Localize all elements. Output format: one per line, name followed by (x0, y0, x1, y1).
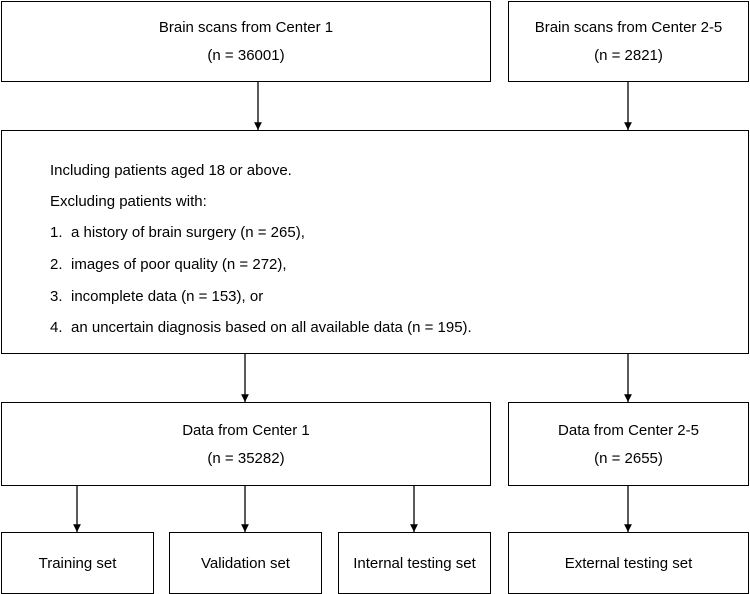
center1-scans-title: Brain scans from Center 1 (158, 19, 334, 36)
exclusion-item-number: 2. (50, 256, 63, 273)
center1-scans-box: Brain scans from Center 1 (n = 36001) (1, 1, 491, 82)
inclusion-criterion: Including patients aged 18 or above. (50, 162, 292, 179)
validation-set-box: Validation set (169, 532, 322, 594)
exclusion-item-1: 1. a history of brain surgery (n = 265), (50, 225, 305, 240)
center1-data-title: Data from Center 1 (182, 421, 310, 439)
exclusion-item-text: an uncertain diagnosis based on all avai… (71, 319, 472, 336)
exclusion-item-2: 2. images of poor quality (n = 272), (50, 257, 287, 272)
center25-scans-count: (n = 2821) (594, 47, 663, 64)
center1-data-count: (n = 35282) (207, 449, 285, 467)
exclusion-item-text: incomplete data (n = 153), or (71, 288, 264, 305)
internal-testing-set-box: Internal testing set (338, 532, 491, 594)
exclusion-item-number: 1. (50, 224, 63, 241)
center25-data-count: (n = 2655) (594, 449, 663, 467)
center25-scans-box: Brain scans from Center 2-5 (n = 2821) (508, 1, 749, 82)
training-set-box: Training set (1, 532, 154, 594)
center25-scans-title: Brain scans from Center 2-5 (534, 19, 723, 36)
external-testing-set-box: External testing set (508, 532, 749, 594)
center1-scans-count: (n = 36001) (207, 47, 285, 64)
center25-data-box: Data from Center 2-5 (n = 2655) (508, 402, 749, 486)
exclusion-item-text: a history of brain surgery (n = 265), (71, 224, 305, 241)
exclusion-header: Excluding patients with: (50, 193, 207, 210)
exclusion-item-3: 3. incomplete data (n = 153), or (50, 289, 263, 304)
inclusion-exclusion-criteria-box: Including patients aged 18 or above. Exc… (1, 130, 749, 354)
exclusion-item-text: images of poor quality (n = 272), (71, 256, 287, 273)
exclusion-item-number: 4. (50, 319, 63, 336)
exclusion-item-4: 4. an uncertain diagnosis based on all av… (50, 320, 472, 335)
external-testing-set-label: External testing set (564, 554, 693, 572)
internal-testing-set-label: Internal testing set (353, 554, 476, 572)
exclusion-item-number: 3. (50, 288, 63, 305)
training-set-label: Training set (38, 554, 117, 572)
validation-set-label: Validation set (201, 554, 290, 572)
center25-data-title: Data from Center 2-5 (558, 421, 699, 439)
center1-data-box: Data from Center 1 (n = 35282) (1, 402, 491, 486)
